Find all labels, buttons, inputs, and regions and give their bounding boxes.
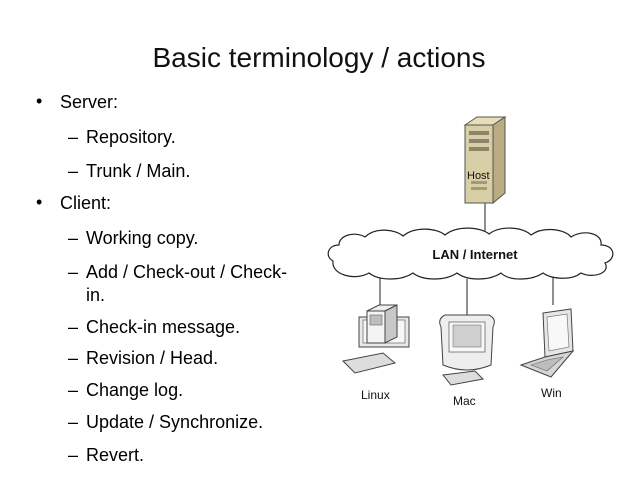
slide-title: Basic terminology / actions bbox=[152, 42, 486, 73]
linux-label: Linux bbox=[361, 388, 390, 402]
dash: – bbox=[68, 380, 79, 400]
dash: – bbox=[68, 445, 79, 465]
sub-item-label: in. bbox=[86, 285, 106, 305]
sub-item-label: Revert. bbox=[86, 445, 145, 465]
sub-item-label: Add / Check-out / Check- bbox=[86, 262, 288, 282]
dash: – bbox=[68, 228, 79, 248]
dash: – bbox=[68, 412, 79, 432]
bullet-dot: • bbox=[36, 192, 43, 212]
network-diagram: Host LAN / Internet Linux Mac Win bbox=[327, 116, 614, 408]
dash: – bbox=[68, 262, 79, 282]
dash: – bbox=[68, 127, 79, 147]
dash: – bbox=[68, 317, 79, 337]
laptop-icon bbox=[519, 308, 575, 378]
server-label: Server: bbox=[60, 92, 119, 112]
linux-computer-icon bbox=[341, 304, 410, 374]
sub-item-label: Repository. bbox=[86, 127, 176, 147]
mac-computer-icon bbox=[439, 314, 495, 386]
cloud-icon bbox=[327, 227, 614, 280]
host-label: Host bbox=[467, 170, 490, 182]
cloud-label: LAN / Internet bbox=[432, 247, 518, 262]
sub-item-label: Change log. bbox=[86, 380, 184, 400]
sub-item-label: Update / Synchronize. bbox=[86, 412, 264, 432]
sub-item-label: Check-in message. bbox=[86, 317, 241, 337]
bullet-dot: • bbox=[36, 91, 43, 111]
sub-item-label: Revision / Head. bbox=[86, 348, 219, 368]
client-label: Client: bbox=[60, 193, 112, 213]
server-icon bbox=[463, 116, 507, 205]
sub-item-label: Trunk / Main. bbox=[86, 161, 191, 181]
dash: – bbox=[68, 161, 79, 181]
sub-item-label: Working copy. bbox=[86, 228, 199, 248]
win-label: Win bbox=[541, 386, 562, 400]
dash: – bbox=[68, 348, 79, 368]
mac-label: Mac bbox=[453, 394, 476, 408]
